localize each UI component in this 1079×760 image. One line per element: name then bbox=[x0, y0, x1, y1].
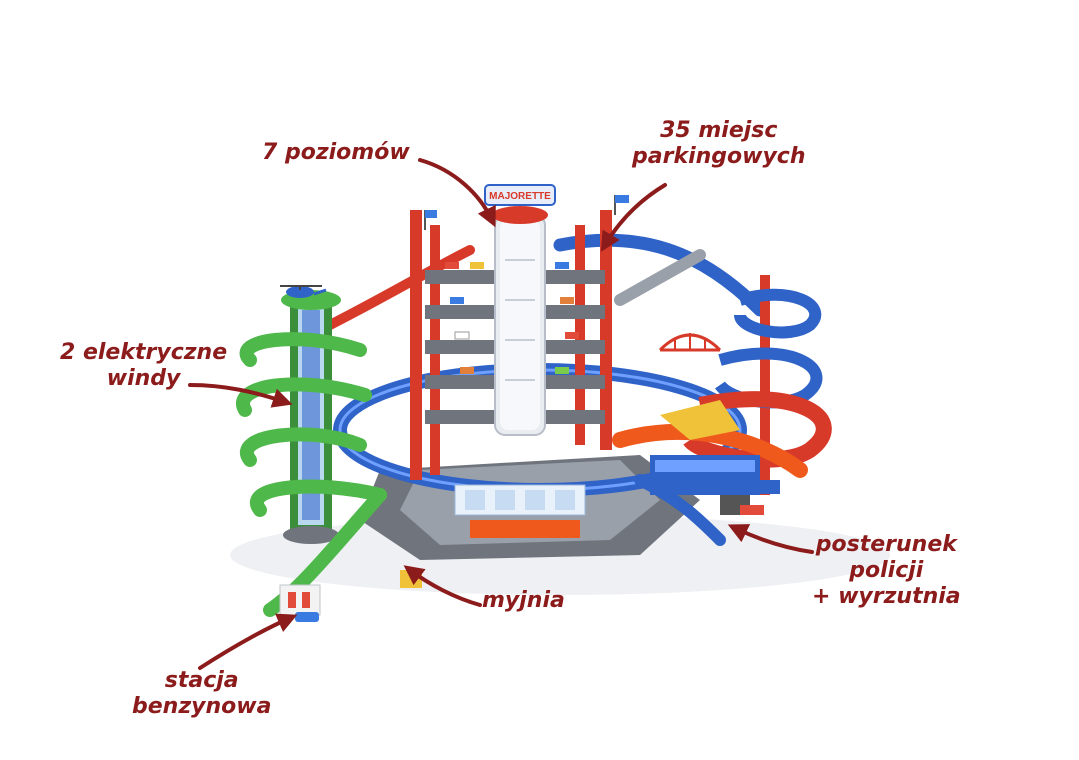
gray-diagonal-ramp bbox=[614, 249, 706, 306]
helicopter-icon bbox=[280, 285, 327, 298]
annotation-arrows bbox=[188, 158, 814, 670]
upper-red-road bbox=[315, 245, 475, 335]
label-levels-text: 7 poziomów bbox=[262, 140, 410, 165]
gas-station bbox=[279, 584, 321, 622]
arrow-parking bbox=[600, 183, 667, 252]
label-police-line-1: posterunek bbox=[815, 532, 957, 557]
upper-blue-road bbox=[553, 233, 767, 317]
label-police-line-3: + wyrzutnia bbox=[812, 584, 961, 609]
label-parking-spaces: 35 miejsc parkingowych bbox=[632, 118, 806, 170]
label-police-line-2: policji bbox=[849, 558, 924, 583]
label-parking-line-2: parkingowych bbox=[632, 144, 806, 169]
label-gas-line-2: benzynowa bbox=[132, 694, 272, 719]
majorette-logo-sign: MAJORETTE bbox=[484, 184, 556, 206]
left-elevator-tower bbox=[236, 290, 387, 544]
bridge-icon bbox=[658, 333, 722, 352]
police-station bbox=[634, 455, 780, 546]
arrow-car-wash bbox=[403, 565, 482, 607]
right-spiral-ramp-tower bbox=[612, 275, 832, 495]
label-gas-station: stacja benzynowa bbox=[132, 668, 271, 720]
label-elevators-line-1: 2 elektryczne bbox=[60, 340, 228, 365]
label-parking-line-1: 35 miejsc bbox=[660, 118, 778, 143]
label-levels: 7 poziomów bbox=[262, 140, 410, 166]
yellow-ramp-accent bbox=[660, 400, 740, 440]
arrow-gas-station bbox=[198, 613, 298, 670]
central-parking-tower bbox=[410, 206, 612, 480]
label-car-wash-text: myjnia bbox=[482, 588, 565, 613]
svg-text:MAJORETTE: MAJORETTE bbox=[489, 191, 551, 202]
label-elevators-line-2: windy bbox=[106, 366, 181, 391]
label-police-station: posterunek policji + wyrzutnia bbox=[812, 532, 961, 610]
arrow-police bbox=[727, 524, 814, 554]
label-elevators: 2 elektryczne windy bbox=[60, 340, 227, 392]
arrow-elevators bbox=[188, 383, 293, 408]
arrow-levels bbox=[418, 158, 496, 228]
label-gas-line-1: stacja bbox=[164, 668, 239, 693]
label-car-wash: myjnia bbox=[482, 588, 565, 614]
flag-icon bbox=[424, 195, 629, 230]
